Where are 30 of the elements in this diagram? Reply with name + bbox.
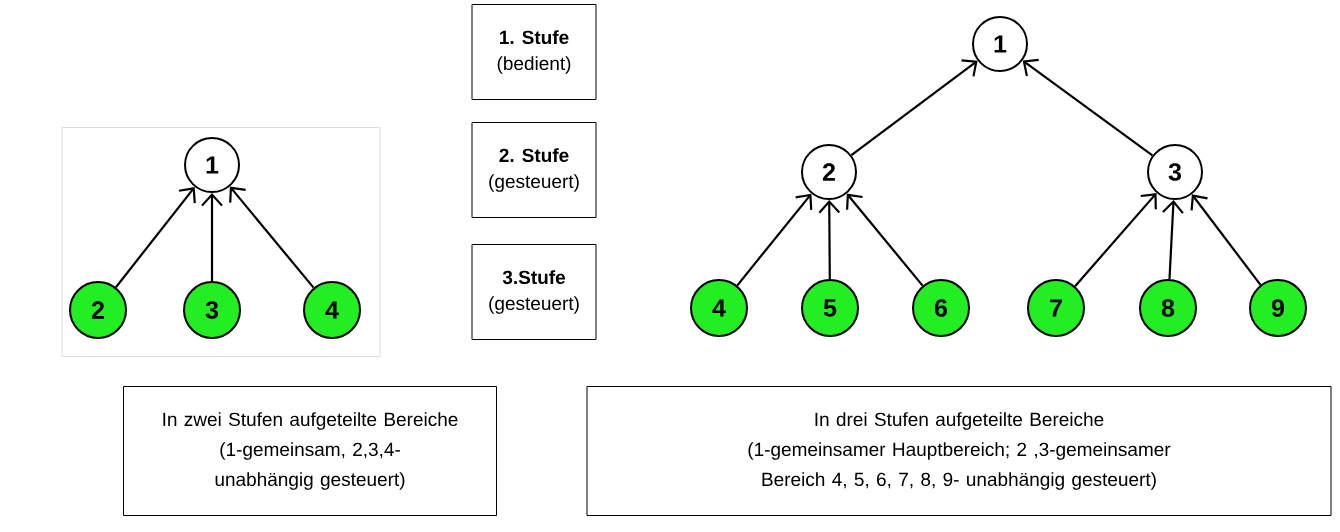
circle-node: 3 — [1147, 144, 1203, 200]
arrow — [201, 193, 223, 281]
arrow — [1162, 199, 1184, 280]
circle-node: 1 — [184, 137, 240, 193]
arrow — [1074, 193, 1157, 287]
circle-node: 4 — [690, 279, 748, 337]
circle-node: 9 — [1249, 279, 1307, 337]
level-box: 1. Stufe (bedient) — [471, 4, 597, 100]
arrow — [736, 193, 813, 287]
arrow — [1022, 58, 1154, 157]
circle-node: 2 — [801, 144, 857, 200]
arrow — [229, 186, 315, 289]
arrow — [846, 193, 924, 287]
circle-node: 8 — [1139, 279, 1197, 337]
circle-node: 5 — [801, 279, 859, 337]
level-box: 2. Stufe (gesteuert) — [471, 122, 597, 218]
arrow — [1190, 194, 1262, 286]
circle-node: 2 — [69, 281, 127, 339]
circle-node: 6 — [912, 279, 970, 337]
arrow — [115, 187, 196, 288]
panel-frame — [61, 127, 381, 357]
circle-node: 7 — [1027, 279, 1085, 337]
arrow — [850, 59, 978, 157]
circle-node: 3 — [183, 281, 241, 339]
level-box: 3.Stufe (gesteuert) — [471, 244, 597, 340]
caption-box: In drei Stufen aufgeteilte Bereiche (1-gemeinsamer Hauptbereich; 2 ,3-gemeinsamer Bereich 4, 5, 6, 7, 8, 9- unabhängig gesteuert) — [586, 386, 1332, 516]
arrow — [818, 200, 841, 279]
caption-box: In zwei Stufen aufgeteilte Bereiche (1-gemeinsam, 2,3,4-unabhängig gesteuert) — [123, 386, 497, 516]
circle-node: 1 — [972, 16, 1028, 72]
circle-node: 4 — [303, 281, 361, 339]
